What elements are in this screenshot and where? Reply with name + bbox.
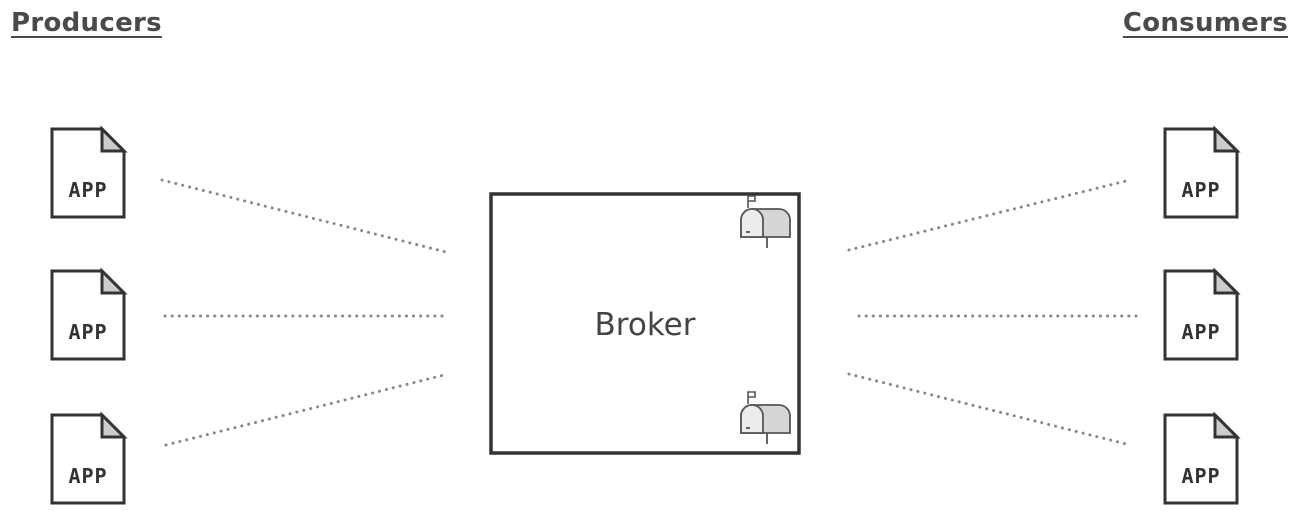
consumer-app-1: APP — [1163, 127, 1239, 219]
consumer-app-3: APP — [1163, 413, 1239, 505]
document-icon — [1163, 413, 1239, 505]
producer-app-1: APP — [50, 127, 126, 219]
consumer-connector-1 — [847, 178, 1132, 252]
consumers-heading: Consumers — [1122, 8, 1288, 38]
producer-connector-1 — [160, 178, 448, 254]
producers-heading: Producers — [11, 8, 162, 38]
producer-connector-3 — [164, 372, 450, 447]
broker-label: Broker — [595, 307, 696, 343]
app-label: APP — [1181, 464, 1220, 488]
document-icon — [1163, 269, 1239, 361]
app-label: APP — [68, 320, 107, 344]
broker: Broker — [489, 192, 801, 455]
app-label: APP — [68, 178, 107, 202]
document-icon — [50, 413, 126, 505]
producer-app-3: APP — [50, 413, 126, 505]
document-icon — [50, 127, 126, 219]
app-label: APP — [1181, 320, 1220, 344]
app-label: APP — [68, 464, 107, 488]
app-label: APP — [1181, 178, 1220, 202]
producer-app-2: APP — [50, 269, 126, 361]
consumer-connectors — [847, 178, 1142, 447]
consumer-app-2: APP — [1163, 269, 1239, 361]
document-icon — [1163, 127, 1239, 219]
producer-connectors — [160, 178, 450, 447]
consumer-connector-3 — [847, 372, 1132, 447]
document-icon — [50, 269, 126, 361]
